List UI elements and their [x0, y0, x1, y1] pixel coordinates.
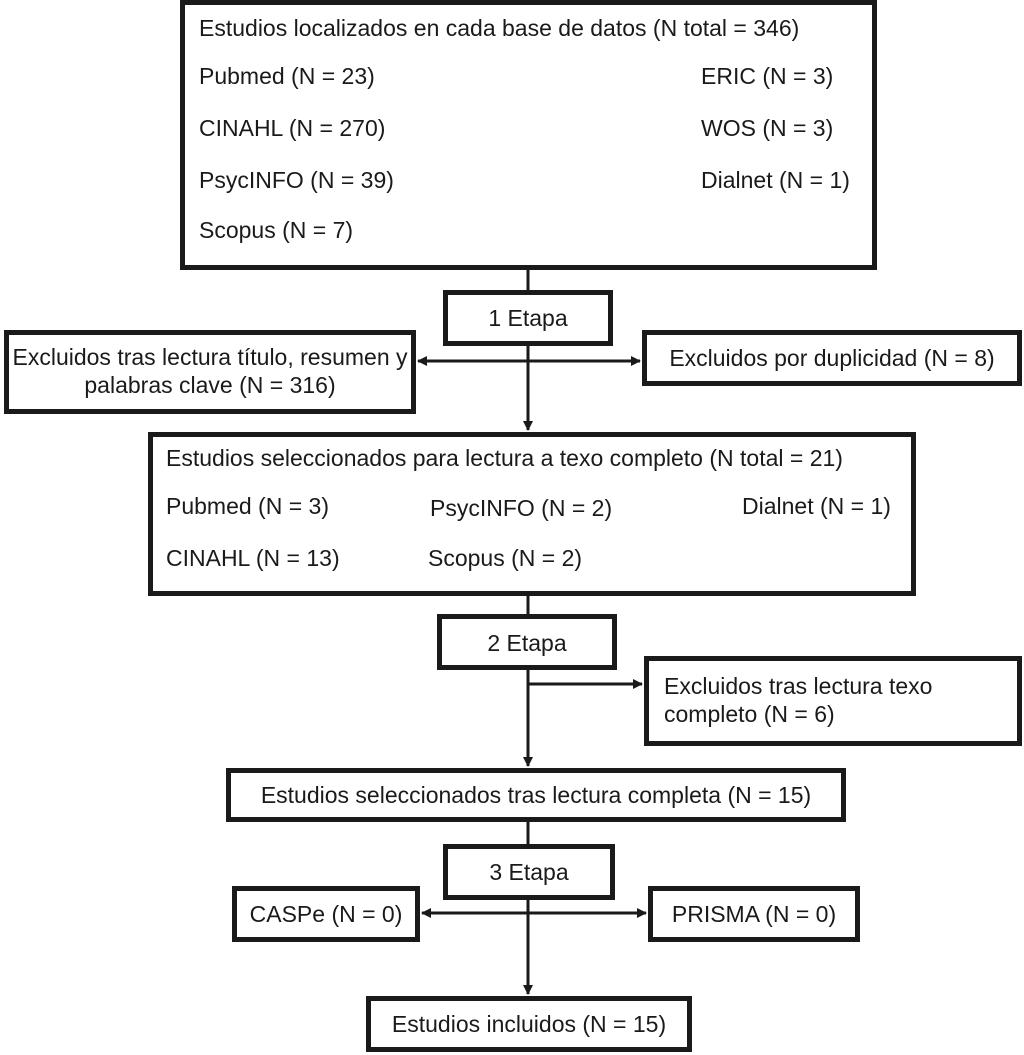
prisma-box: [648, 886, 860, 942]
stage3-box: [443, 844, 615, 900]
stage1-box: [443, 290, 613, 346]
caspe-box: [232, 886, 420, 942]
sel-item-dialnet: Dialnet (N = 1): [742, 493, 891, 519]
selected-after-text: Estudios seleccionados tras lectura comp…: [260, 782, 812, 808]
db-item-eric: ERIC (N = 3): [701, 63, 834, 89]
db-item-cinahl: CINAHL (N = 270): [199, 115, 386, 141]
prisma-text: PRISMA (N = 0): [671, 901, 837, 927]
selected-full-text-title: Estudios seleccionados para lectura a te…: [166, 445, 843, 471]
caspe-text: CASPe (N = 0): [249, 901, 403, 927]
included-text: Estudios incluidos (N = 15): [391, 1011, 667, 1037]
databases-title: Estudios localizados en cada base de dat…: [199, 15, 800, 41]
sel-item-psycinfo: PsycINFO (N = 2): [430, 495, 613, 521]
excluded-title-abstract-text: Excluidos tras lectura título, resumen y…: [12, 344, 408, 398]
sel-item-cinahl: CINAHL (N = 13): [166, 545, 340, 571]
db-item-wos: WOS (N = 3): [701, 115, 834, 141]
excluded-full-text-box: [644, 656, 1022, 746]
db-item-pubmed: Pubmed (N = 23): [199, 63, 375, 89]
selected-after-box: [226, 768, 846, 822]
stage3-label: 3 Etapa: [489, 859, 569, 885]
databases-box: [180, 0, 877, 270]
stage1-label: 1 Etapa: [488, 305, 568, 331]
selected-full-text-box: [148, 432, 916, 596]
sel-item-scopus: Scopus (N = 2): [428, 545, 583, 571]
stage2-label: 2 Etapa: [487, 630, 567, 656]
excluded-duplicates-text: Excluidos por duplicidad (N = 8): [669, 345, 995, 371]
db-item-psycinfo: PsycINFO (N = 39): [199, 167, 394, 193]
stage2-box: [437, 614, 617, 670]
db-item-dialnet: Dialnet (N = 1): [701, 167, 850, 193]
sel-item-pubmed: Pubmed (N = 3): [166, 493, 329, 519]
excluded-duplicates-box: [642, 330, 1022, 386]
excluded-full-text-text: Excluidos tras lectura texo completo (N …: [664, 673, 933, 727]
db-item-scopus: Scopus (N = 7): [199, 217, 354, 243]
included-box: [366, 996, 692, 1052]
excluded-title-abstract-box: [4, 330, 416, 414]
